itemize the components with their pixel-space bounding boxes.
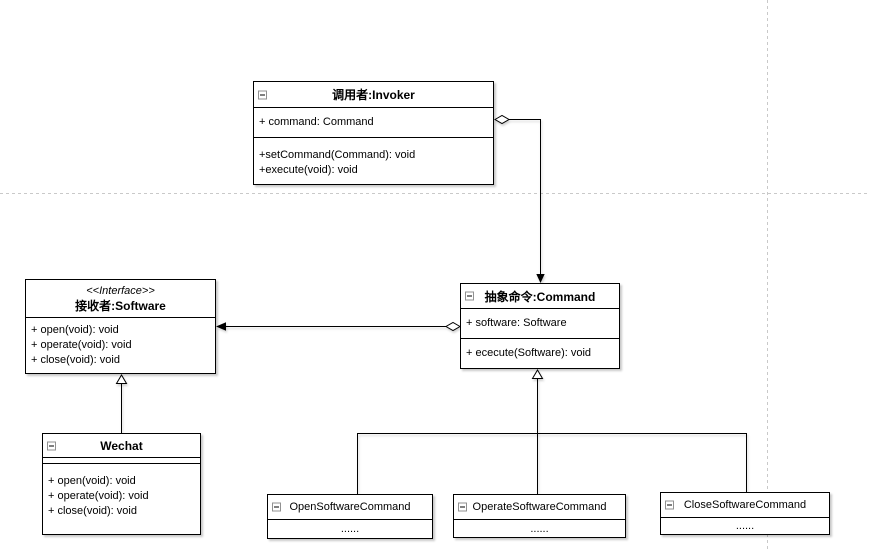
- collapse-icon[interactable]: [458, 502, 467, 512]
- class-body-ellipsis: ......: [340, 523, 360, 535]
- class-method: + close(void): void: [48, 505, 137, 517]
- class-attribute: + software: Software: [466, 317, 567, 329]
- arrowhead-icon: [216, 322, 226, 331]
- class-method: + ececute(Software): void: [466, 347, 592, 359]
- class-attribute: + command: Command: [259, 116, 374, 128]
- class-method: +setCommand(Command): void: [259, 149, 416, 161]
- class-method: + operate(void): void: [31, 339, 132, 351]
- aggregation-diamond-icon: [444, 321, 462, 332]
- class-box-wechat[interactable]: Wechat + open(void): void + operate(void…: [42, 433, 201, 535]
- class-body-ellipsis: ......: [735, 520, 755, 532]
- class-title: Wechat: [100, 438, 143, 453]
- class-method: + operate(void): void: [48, 490, 149, 502]
- class-box-software[interactable]: <<Interface>> 接收者:Software + open(void):…: [25, 279, 216, 374]
- collapse-icon[interactable]: [665, 500, 674, 510]
- class-method: + close(void): void: [31, 354, 120, 366]
- class-box-operate-software-command[interactable]: OperateSoftwareCommand ......: [453, 494, 626, 538]
- class-stereotype: <<Interface>>: [86, 284, 155, 297]
- generalization-triangle-icon: [115, 374, 128, 384]
- edge-line-branch: [357, 433, 747, 494]
- collapse-icon[interactable]: [258, 90, 267, 99]
- class-method: +execute(void): void: [259, 164, 358, 176]
- empty-attributes-compartment: [43, 458, 200, 464]
- class-title: OperateSoftwareCommand: [472, 501, 607, 513]
- class-title: OpenSoftwareCommand: [289, 501, 411, 513]
- generalization-triangle-icon: [531, 369, 544, 379]
- aggregation-diamond-icon: [493, 114, 511, 125]
- aggregation-edge-invoker-command[interactable]: [493, 114, 545, 284]
- edge-line: [509, 119, 541, 275]
- class-box-close-software-command[interactable]: CloseSoftwareCommand ......: [660, 492, 830, 535]
- class-method: + open(void): void: [48, 475, 136, 487]
- arrowhead-icon: [536, 274, 545, 283]
- class-title: 抽象命令:Command: [484, 289, 596, 304]
- class-title: 接收者:Software: [75, 298, 166, 313]
- generalization-edge-wechat-software[interactable]: [115, 374, 128, 433]
- class-body-ellipsis: ......: [530, 522, 549, 535]
- collapse-icon[interactable]: [465, 291, 474, 301]
- class-method: + open(void): void: [31, 324, 119, 336]
- class-title: 调用者:Invoker: [332, 88, 415, 102]
- class-title: CloseSoftwareCommand: [683, 499, 807, 511]
- aggregation-edge-command-software[interactable]: [216, 321, 462, 332]
- collapse-icon[interactable]: [272, 502, 281, 512]
- class-box-open-software-command[interactable]: OpenSoftwareCommand ......: [267, 494, 433, 539]
- generalization-edge-commands-command[interactable]: [357, 369, 747, 494]
- class-box-command[interactable]: 抽象命令:Command + software: Software + ecec…: [460, 283, 620, 369]
- class-box-invoker[interactable]: 调用者:Invoker + command: Command +setComma…: [253, 81, 494, 185]
- collapse-icon[interactable]: [47, 441, 56, 450]
